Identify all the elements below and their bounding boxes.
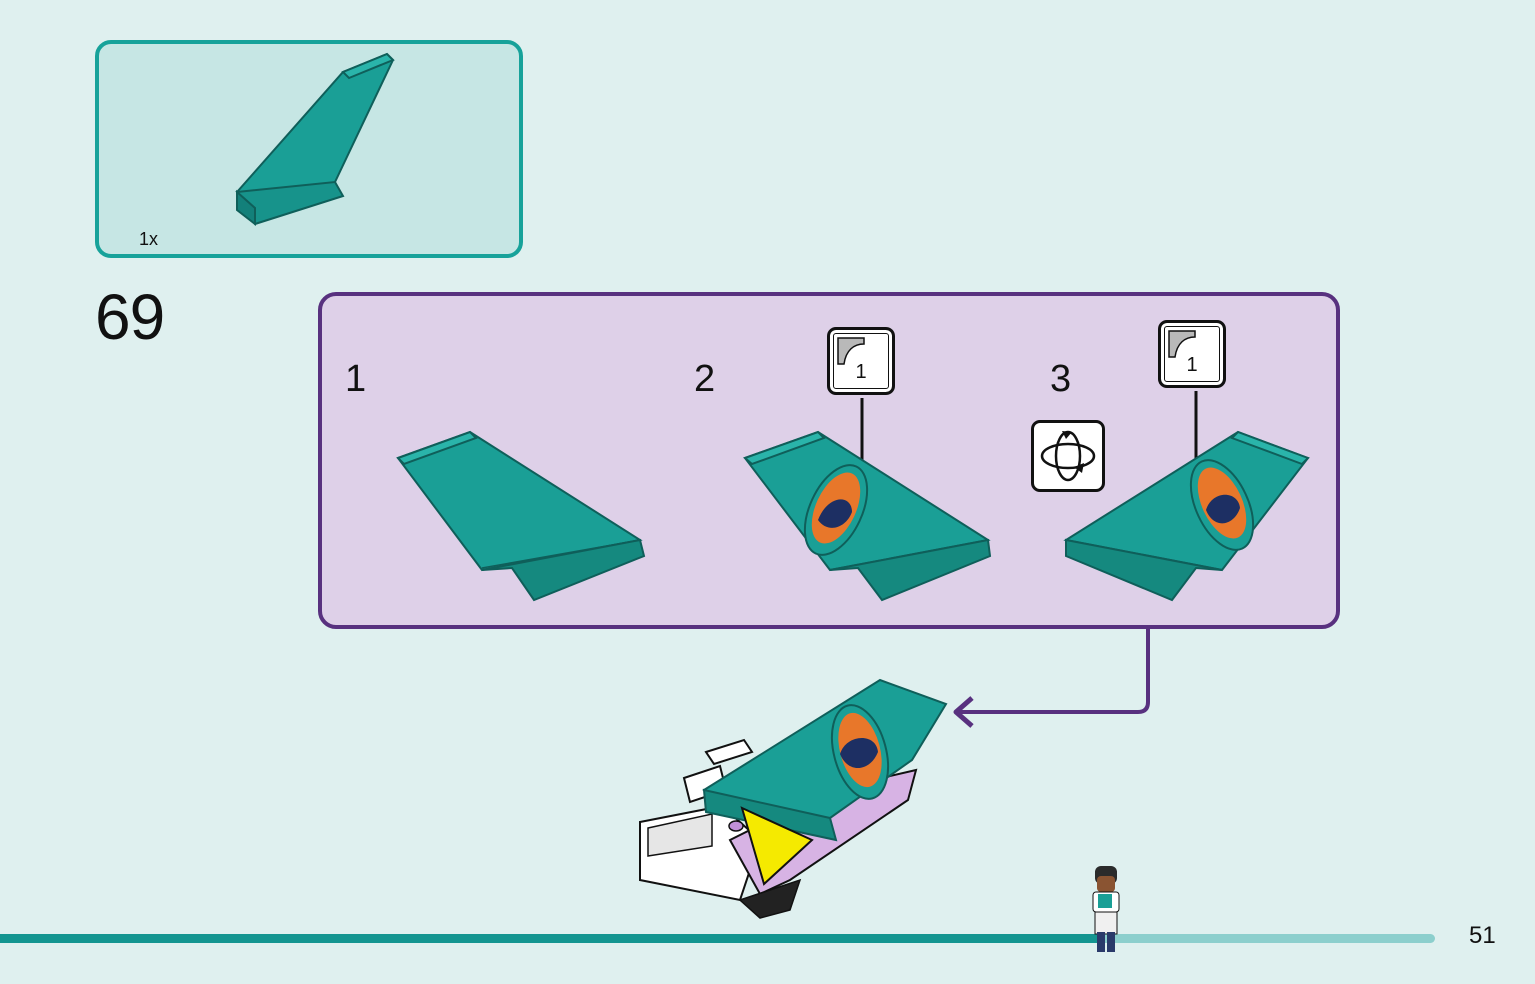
parts-list-box xyxy=(95,40,523,258)
substep-label-1: 1 xyxy=(345,358,367,400)
fish-sticker-icon xyxy=(830,704,890,800)
sticker-number: 1 xyxy=(1186,354,1198,376)
assembled-model xyxy=(639,678,948,919)
fish-sticker-icon xyxy=(1189,459,1255,551)
sticker-callout-3: 1 xyxy=(1158,320,1226,388)
sticker-number: 1 xyxy=(855,361,867,383)
sticker-peel-icon xyxy=(837,337,865,365)
fin-step-1 xyxy=(396,430,646,602)
fin-step-3 xyxy=(1063,430,1310,602)
substep-label-3: 3 xyxy=(1050,358,1072,400)
rotate-icon xyxy=(1031,420,1105,492)
fish-sticker-icon xyxy=(803,464,869,556)
substep-label-2: 2 xyxy=(694,358,716,400)
fin-step-2 xyxy=(743,430,992,602)
sticker-peel-icon xyxy=(1168,330,1196,358)
part-quantity: 1x xyxy=(139,229,159,249)
sticker-callout-2: 1 xyxy=(827,327,895,395)
minifigure-progress-icon xyxy=(1092,866,1120,952)
progress-bar-fill xyxy=(0,934,1105,943)
page-number: 51 xyxy=(1469,922,1496,949)
tail-fin-part-icon xyxy=(235,52,395,227)
step-number: 69 xyxy=(95,281,165,353)
